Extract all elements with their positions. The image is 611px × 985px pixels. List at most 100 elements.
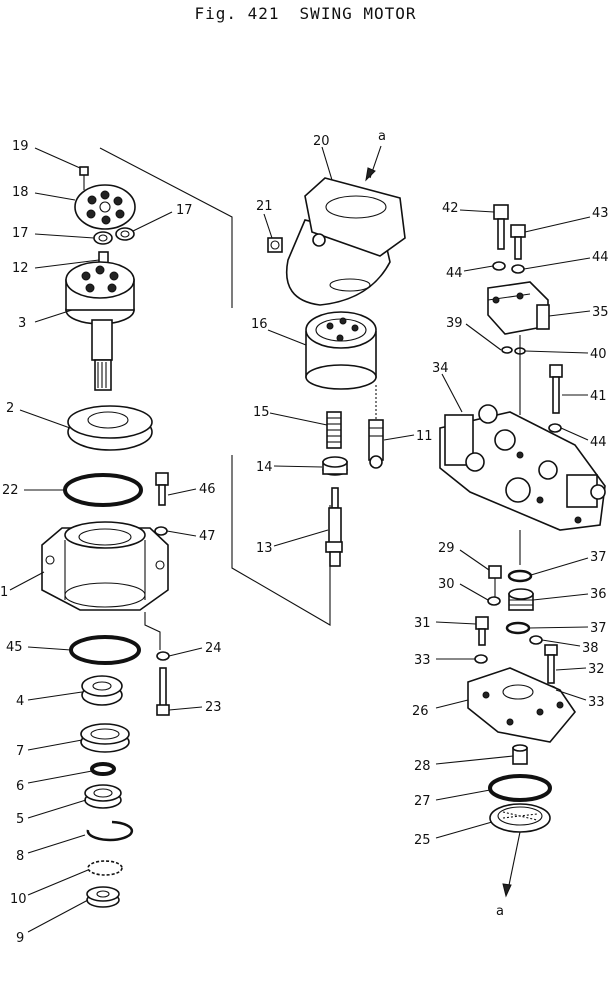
callout-15: 15 [253,405,270,420]
callout-44-b: 44 [592,250,609,265]
part-29-bolt [488,565,502,598]
callout-9: 9 [16,931,24,946]
part-39-o-ring [501,346,513,354]
callout-24: 24 [205,641,222,656]
callout-37-a: 37 [590,550,607,565]
callout-42: 42 [442,201,459,216]
callout-16: 16 [251,317,268,332]
part-6-snap-ring [90,762,116,776]
part-11-piston [368,419,384,469]
callout-47: 47 [199,529,216,544]
part-17-bearing-left [93,231,113,245]
part-37-o-ring-b [505,621,531,635]
callout-8: 8 [16,849,24,864]
part-41-bolt [549,364,563,414]
part-43-bolt [510,224,526,260]
assembly-leader-housing [144,612,161,650]
callout-44-a: 44 [446,266,463,281]
section-mark-top: a [365,129,386,182]
callout-28: 28 [414,759,431,774]
callout-29: 29 [438,541,455,556]
figure-name: SWING MOTOR [299,4,417,23]
assembly-bracket-upper [99,147,233,308]
part-18-valve-plate [74,184,136,230]
callout-10: 10 [10,892,27,907]
section-mark-bottom: a [496,831,521,919]
callout-46: 46 [199,482,216,497]
part-10-lock-washer [87,860,123,876]
callout-22: 22 [2,483,19,498]
part-35-relief-valve [487,281,550,335]
callout-7: 7 [16,744,24,759]
part-3-cylinder-shaft [65,261,135,391]
part-36-cap [508,588,534,611]
part-13-center-shaft [325,487,343,567]
part-33-washer-a [474,654,488,664]
callout-19: 19 [12,139,29,154]
part-17-bearing-right [115,227,135,241]
part-44-washer-b [511,264,525,274]
part-21-plug [267,233,326,253]
callout-30: 30 [438,577,455,592]
part-44-washer-c [548,423,562,433]
svg-text:a: a [378,129,386,144]
callout-34: 34 [432,361,449,376]
callout-21: 21 [256,199,273,214]
part-37-o-ring-a [507,569,533,583]
callout-33-a: 33 [414,653,431,668]
callout-20: 20 [313,134,330,149]
callout-1: 1 [0,585,8,600]
callout-5: 5 [16,812,24,827]
part-22-o-ring [63,473,143,507]
part-19-bolt [79,166,89,190]
callout-43: 43 [592,206,609,221]
part-8-snap-ring [86,820,134,842]
part-42-bolt [493,204,509,250]
callout-11: 11 [416,429,433,444]
part-26-flange [467,667,577,743]
part-24-washer [156,651,170,661]
callout-17-left: 17 [12,226,29,241]
part-28-plug [512,744,528,765]
callout-3: 3 [18,316,26,331]
callout-23: 23 [205,700,222,715]
callout-36: 36 [590,587,607,602]
part-44-washer-a [492,261,506,271]
callout-17-right: 17 [176,203,193,218]
callout-12: 12 [12,261,29,276]
callout-44-c: 44 [590,435,607,450]
part-38-o-ring [529,635,543,645]
callout-41: 41 [590,389,607,404]
part-25-filter [489,803,551,833]
callout-25: 25 [414,833,431,848]
callout-39: 39 [446,316,463,331]
callout-2: 2 [6,401,14,416]
part-16-cylinder-block [305,311,377,390]
callout-31: 31 [414,616,431,631]
callout-33-b: 33 [588,695,605,710]
part-45-o-ring [69,635,141,665]
part-4-seal [81,675,123,706]
callout-40: 40 [590,347,607,362]
callout-37-b: 37 [590,621,607,636]
part-30-washer [487,596,501,606]
callout-32: 32 [588,662,605,677]
callout-14: 14 [256,460,273,475]
callout-45: 45 [6,640,23,655]
callout-4: 4 [16,694,24,709]
part-20-cover [286,177,406,306]
part-46-bolt [155,472,169,506]
callout-27: 27 [414,794,431,809]
callout-13: 13 [256,541,273,556]
part-32-bolt [544,644,558,684]
part-15-spring [326,411,342,449]
part-14-retainer [322,456,348,476]
callout-18: 18 [12,185,29,200]
part-5-bearing [84,784,122,809]
part-34-valve-block [439,404,606,531]
callout-35: 35 [592,305,609,320]
callout-6: 6 [16,779,24,794]
